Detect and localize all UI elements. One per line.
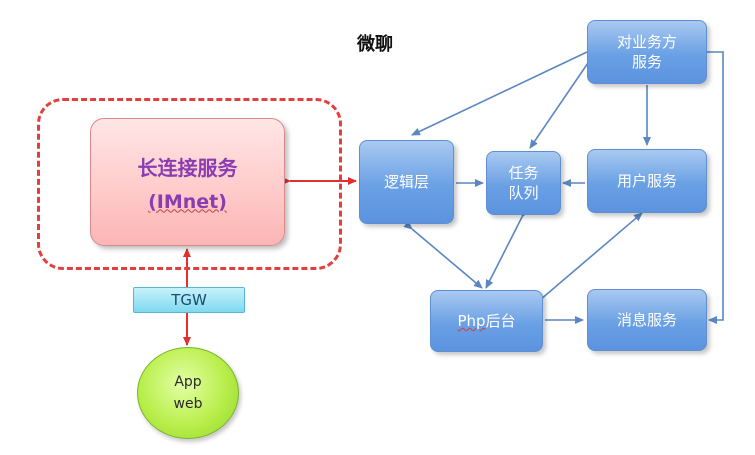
php-backend-label: Php后台 (457, 311, 515, 331)
external-service-label-2: 服务 (631, 53, 662, 71)
external-service-label-1: 对业务方 (616, 33, 677, 51)
user-service-node: 用户服务 (587, 149, 707, 213)
long-connection-group (37, 98, 342, 270)
logic-layer-node: 逻辑层 (359, 140, 454, 224)
client-app-label: App (174, 374, 202, 390)
edge-php-user (539, 212, 643, 301)
client-node: App web (137, 347, 239, 439)
task-queue-node: 任务 队列 (486, 151, 561, 215)
long-connection-label: 长连接服务 (137, 155, 238, 180)
php-prefix-label: Php (457, 312, 486, 330)
external-service-node: 对业务方 服务 (587, 20, 707, 84)
edge-logic-php (403, 220, 483, 289)
edge-queue-php (485, 208, 530, 289)
tgw-node: TGW (133, 287, 245, 313)
php-suffix-label: 后台 (485, 312, 516, 330)
client-web-label: web (173, 396, 203, 412)
message-service-label: 消息服务 (616, 311, 677, 329)
diagram-title: 微聊 (357, 34, 393, 55)
long-connection-service-node: 长连接服务 (IMnet) (90, 118, 285, 246)
message-service-node: 消息服务 (587, 289, 707, 351)
user-service-label: 用户服务 (616, 172, 677, 190)
php-backend-node: Php后台 (430, 290, 543, 352)
edge-external-logic (411, 51, 588, 136)
edge-external-message (707, 51, 724, 324)
task-queue-label-2: 队列 (508, 184, 539, 202)
logic-layer-label: 逻辑层 (383, 173, 429, 191)
task-queue-label-1: 任务 (508, 164, 539, 182)
imnet-label: (IMnet) (148, 190, 227, 213)
edge-external-queue (529, 59, 591, 149)
